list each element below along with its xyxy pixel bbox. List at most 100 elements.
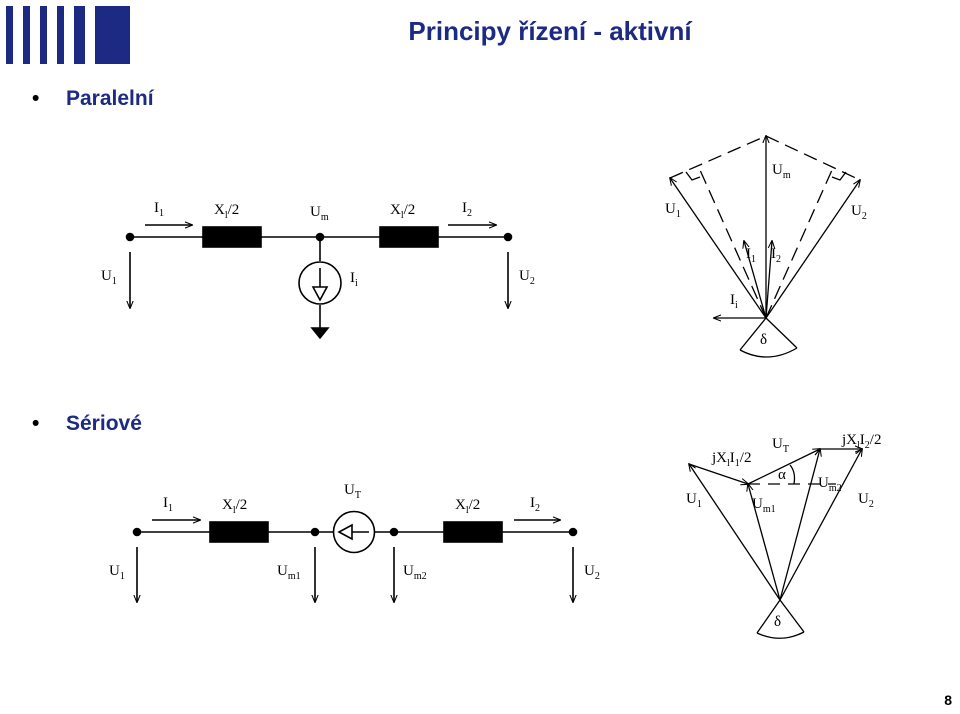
s-label-um1: U — [277, 563, 288, 579]
s-label-u1: U — [109, 563, 120, 579]
bullet-parallel-label: Paralelní — [66, 87, 154, 110]
label-u1: U — [101, 268, 112, 284]
phasor-label-alpha: α — [778, 467, 786, 483]
phasor-label-s-um2: U — [818, 475, 829, 491]
page-title: Principy řízení - aktivní — [408, 16, 692, 46]
svg-text:U1: U1 — [109, 563, 125, 582]
right-angle-left — [685, 171, 701, 181]
dashed-u1-inner — [699, 169, 767, 319]
svg-text:U2: U2 — [858, 491, 874, 510]
svg-text:U1: U1 — [665, 201, 681, 220]
phasor-label-i1: I — [746, 246, 751, 262]
voltage-source — [332, 510, 376, 554]
phasor-label-um: U — [772, 162, 783, 178]
phasor-s-u2 — [779, 449, 862, 601]
dashed-um-u1 — [669, 135, 767, 179]
svg-text:Ii: Ii — [350, 270, 358, 289]
bullet-series-label: Sériové — [66, 412, 142, 435]
svg-text:I1: I1 — [746, 246, 756, 265]
s-label-um2: U — [403, 563, 414, 579]
series-circuit-labels: I1 Xl/2 UT Xl/2 I2 U1 Um1 Um2 U2 — [109, 482, 600, 582]
svg-text:Xl/2: Xl/2 — [390, 202, 415, 221]
label-u2: U — [519, 268, 530, 284]
reactance-left — [202, 226, 262, 248]
phasor-i1 — [744, 241, 767, 319]
dashed-u2-inner — [765, 169, 833, 319]
s-label-x2: X — [455, 497, 466, 513]
s-label-u2: U — [584, 563, 595, 579]
label-i1: I — [154, 200, 159, 216]
s-label-i2: I — [530, 495, 535, 511]
vertical-bars-logo-icon — [6, 6, 130, 64]
svg-text:U2: U2 — [851, 203, 867, 222]
node-left — [125, 232, 135, 242]
bullet-dot: • — [32, 412, 40, 435]
phasor-label-jxi2: jX — [841, 432, 857, 448]
phasor-u2 — [765, 180, 860, 319]
svg-text:U2: U2 — [584, 563, 600, 582]
svg-text:Um: Um — [310, 204, 329, 223]
dashed-um-u2 — [765, 135, 861, 181]
svg-text:I2: I2 — [771, 246, 781, 265]
phasor-label-u2: U — [851, 203, 862, 219]
svg-text:U2: U2 — [519, 268, 535, 287]
node-s-m2 — [389, 527, 399, 537]
label-x2: X — [390, 202, 401, 218]
reactance-s-right — [443, 521, 503, 543]
delta-left-tick — [739, 317, 767, 351]
delta-right-tick — [765, 317, 798, 349]
label-ii: I — [350, 270, 355, 286]
series-circuit — [132, 510, 578, 603]
phasor-label-u1: U — [665, 201, 676, 217]
parallel-phasor-diagram — [669, 135, 861, 358]
svg-text:I2: I2 — [530, 495, 540, 514]
phasor-s-um2 — [779, 449, 820, 601]
phasor-u1 — [670, 178, 767, 319]
phasor-label-i2: I — [771, 246, 776, 262]
phasor-s-jxi1 — [688, 463, 748, 484]
phasor-i2 — [765, 241, 772, 319]
phasor-label-ut: U — [772, 436, 783, 452]
reactance-s-left — [209, 521, 269, 543]
alpha-arc — [789, 464, 796, 485]
reactance-right — [379, 226, 439, 248]
node-s-m1 — [310, 527, 320, 537]
label-i2: I — [462, 200, 467, 216]
s-label-x1: X — [222, 497, 233, 513]
node-s-right — [568, 527, 578, 537]
current-source — [298, 261, 342, 305]
right-angle-right — [831, 171, 847, 181]
series-phasor-diagram — [688, 449, 862, 639]
s-label-i1: I — [163, 495, 168, 511]
svg-text:U1: U1 — [686, 491, 702, 510]
page-number: 8 — [944, 692, 952, 708]
phasor-label-s-delta: δ — [774, 614, 781, 630]
label-x1: X — [214, 202, 225, 218]
svg-text:Ii: Ii — [730, 292, 738, 311]
svg-text:jXlI1/2: jXlI1/2 — [711, 450, 751, 469]
svg-text:I1: I1 — [163, 495, 173, 514]
node-s-left — [132, 527, 142, 537]
delta-s-left-tick — [756, 599, 781, 634]
node-right — [503, 232, 513, 242]
ground-icon — [310, 327, 330, 340]
parallel-phasor-labels: Um U1 U2 I1 I2 Ii δ — [665, 162, 867, 348]
delta-s-arc — [756, 631, 805, 639]
svg-text:I2: I2 — [462, 200, 472, 219]
delta-s-right-tick — [779, 599, 805, 633]
svg-text:UT: UT — [344, 482, 361, 501]
current-source-arrowhead — [311, 286, 329, 302]
phasor-label-jxi1: jX — [711, 450, 727, 466]
delta-arc — [739, 347, 798, 358]
svg-text:Um: Um — [772, 162, 791, 181]
parallel-circuit — [125, 225, 513, 340]
phasor-label-s-u1: U — [686, 491, 697, 507]
svg-text:Um1: Um1 — [277, 563, 301, 582]
voltage-source-arrowhead — [337, 523, 353, 541]
phasor-label-s-u2: U — [858, 491, 869, 507]
phasor-label-ii: I — [730, 292, 735, 308]
svg-text:I1: I1 — [154, 200, 164, 219]
phasor-label-delta: δ — [760, 332, 767, 348]
phasor-s-um1 — [748, 484, 781, 601]
bullet-parallel: •Paralelní — [32, 87, 154, 111]
